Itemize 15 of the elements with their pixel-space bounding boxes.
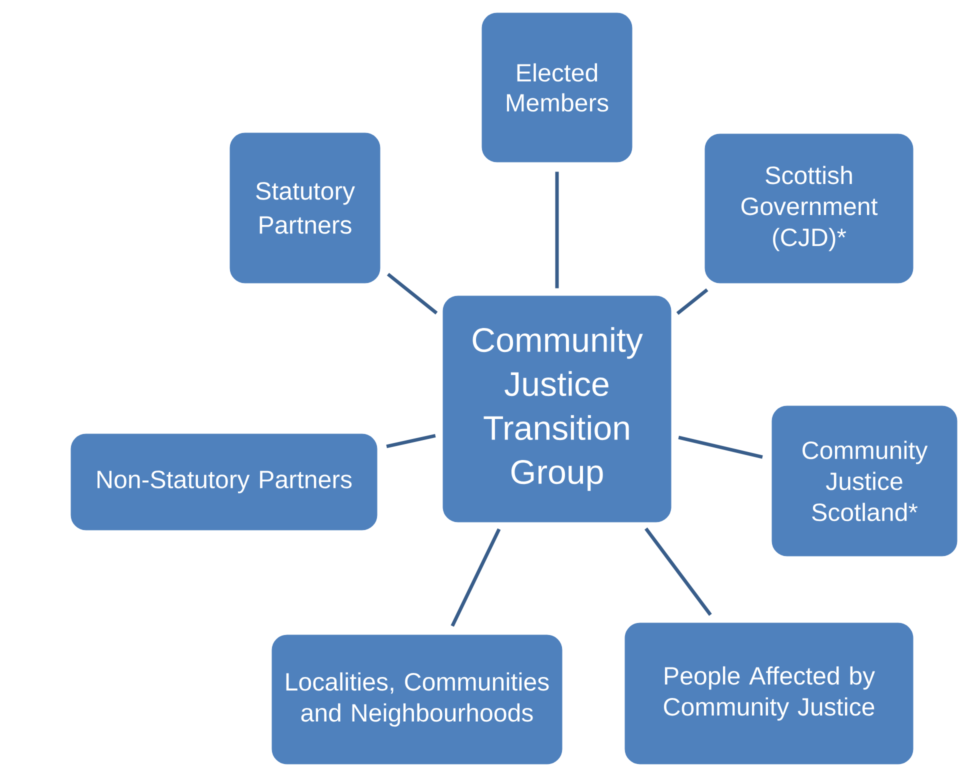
connector-line	[644, 528, 712, 616]
connector-line	[676, 288, 708, 315]
partner-box: People Affected by Community Justice	[623, 621, 915, 766]
connector-line	[386, 434, 436, 448]
connector-line	[678, 436, 763, 459]
partner-box: Community Justice Scotland*	[770, 404, 959, 558]
partner-box: Elected Members	[480, 11, 634, 164]
connector-line	[450, 528, 501, 627]
connector-line	[386, 272, 438, 314]
partner-box: Non-Statutory Partners	[69, 432, 379, 532]
partner-box: Scottish Government (CJD)*	[703, 132, 915, 285]
hub-box: Community Justice Transition Group	[441, 294, 673, 524]
partner-box: Statutory Partners	[228, 131, 382, 285]
partner-box: Localities, Communities and Neighbourhoods	[270, 633, 564, 766]
connector-line	[555, 172, 559, 288]
